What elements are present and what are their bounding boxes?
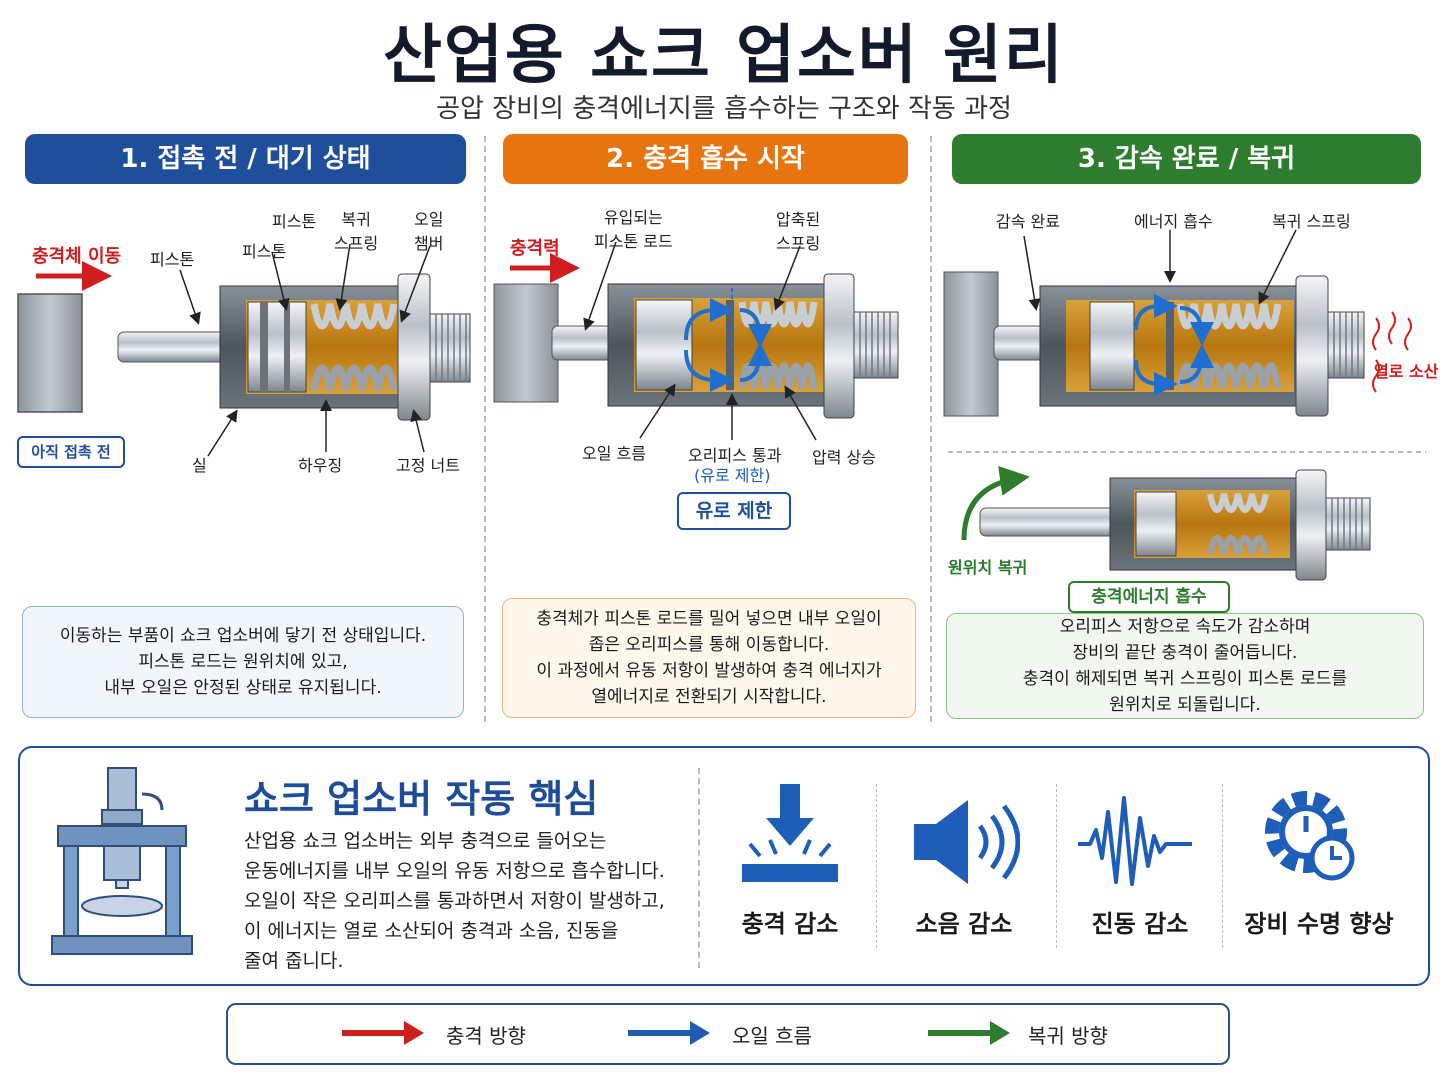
housing-label: 하우징 — [298, 456, 343, 475]
rod-label: 유입되는 피스톤 로드 — [594, 208, 673, 251]
return-spring-label: 복귀 스프링 — [1272, 212, 1351, 231]
panel3-diagram — [943, 229, 1426, 581]
oil-flow-label: 오일 흐름 — [582, 444, 646, 463]
panel1-tag: 아직 접촉 전 — [17, 436, 125, 468]
panel1-diagram — [17, 243, 471, 457]
spring-label: 복귀 스프링 — [334, 210, 379, 253]
oil-flow-arrow — [684, 349, 734, 392]
press-machine-icon — [51, 767, 193, 955]
panel2-description: 충격체가 피스톤 로드를 밀어 넣으면 내부 오일이 좁은 오리피스를 통해 이… — [502, 598, 916, 718]
return-label: 원위치 복귀 — [948, 558, 1028, 577]
legend-return-arrow — [928, 1021, 1010, 1045]
benefit-separator — [876, 784, 877, 948]
impact-down-icon — [742, 784, 838, 882]
benefit-label: 장비 수명 향상 — [1244, 910, 1394, 938]
heat-label: 열로 소산 — [1374, 362, 1439, 381]
speaker-icon — [914, 800, 1020, 884]
impact-block — [17, 293, 83, 413]
impact-block — [943, 271, 999, 417]
core-separator — [698, 768, 700, 968]
panel3-tag: 충격에너지 흡수 — [1068, 581, 1230, 613]
oil-flow-arrow — [739, 308, 772, 348]
chamber-label: 오일 챔버 — [414, 210, 444, 253]
panel-separator — [930, 136, 932, 722]
decel-label: 감속 완료 — [996, 212, 1060, 231]
energy-label: 에너지 흡수 — [1134, 212, 1213, 231]
orifice-sublabel: (유로 제한) — [694, 466, 771, 485]
orifice-label: 오리피스 통과 — [688, 446, 782, 465]
panel1-header: 1. 접촉 전 / 대기 상태 — [25, 134, 466, 184]
legend-impact-label: 충격 방향 — [446, 1024, 526, 1048]
core-title: 쇼크 업소버 작동 핵심 — [244, 777, 599, 821]
panel-separator — [484, 136, 486, 722]
seal-label: 실 — [192, 456, 207, 475]
legend-oil-label: 오일 흐름 — [732, 1024, 812, 1048]
piston-label-top: 피스톤 — [242, 242, 287, 261]
benefit-separator — [1056, 784, 1057, 948]
waveform-icon — [1078, 796, 1192, 886]
oil-flow-arrow — [739, 342, 772, 382]
gear-clock-icon — [1265, 791, 1355, 881]
legend-impact-arrow — [342, 1021, 424, 1045]
nut-label: 고정 너트 — [396, 456, 460, 475]
impact-block — [493, 283, 559, 403]
impact-force-label: 충격력 — [510, 238, 560, 259]
legend-oil-arrow — [628, 1021, 710, 1045]
compressed-spring-label: 압축된 스프링 — [776, 210, 821, 253]
benefit-label: 충격 감소 — [741, 910, 839, 938]
panel1-description: 이동하는 부품이 쇼크 업소버에 닿기 전 상태입니다. 피스톤 로드는 원위치… — [22, 606, 464, 718]
oil-flow-arrow — [684, 298, 734, 341]
core-section — [18, 746, 1430, 986]
legend-return-label: 복귀 방향 — [1028, 1024, 1108, 1048]
panel3-header: 3. 감속 완료 / 복귀 — [952, 134, 1421, 184]
benefit-label: 소음 감소 — [915, 910, 1013, 938]
panel2-header: 2. 충격 흡수 시작 — [503, 134, 908, 184]
impact-label: 충격체 이동 — [32, 246, 122, 267]
pressure-label: 압력 상승 — [812, 448, 876, 467]
panel2-diagram — [493, 241, 899, 441]
panel2-tag: 유로 제한 — [677, 492, 791, 530]
piston-label: 피스톤 — [150, 250, 195, 269]
benefit-separator — [1222, 784, 1223, 948]
core-text: 산업용 쇼크 업소버는 외부 충격으로 들어오는 운동에너지를 내부 오일의 유… — [244, 830, 665, 972]
page-title: 산업용 쇼크 업소버 원리 — [383, 19, 1065, 93]
page-subtitle: 공압 장비의 충격에너지를 흡수하는 구조와 작동 과정 — [436, 94, 1012, 124]
legend — [226, 1003, 1230, 1065]
benefit-label: 진동 감소 — [1091, 910, 1189, 938]
piston-label-2: 피스톤 — [272, 212, 317, 231]
panel3-description: 오리피스 저항으로 속도가 감소하며 장비의 끝단 충격이 줄어듭니다. 충격이… — [946, 613, 1424, 719]
return-direction-arrow — [961, 465, 1030, 541]
